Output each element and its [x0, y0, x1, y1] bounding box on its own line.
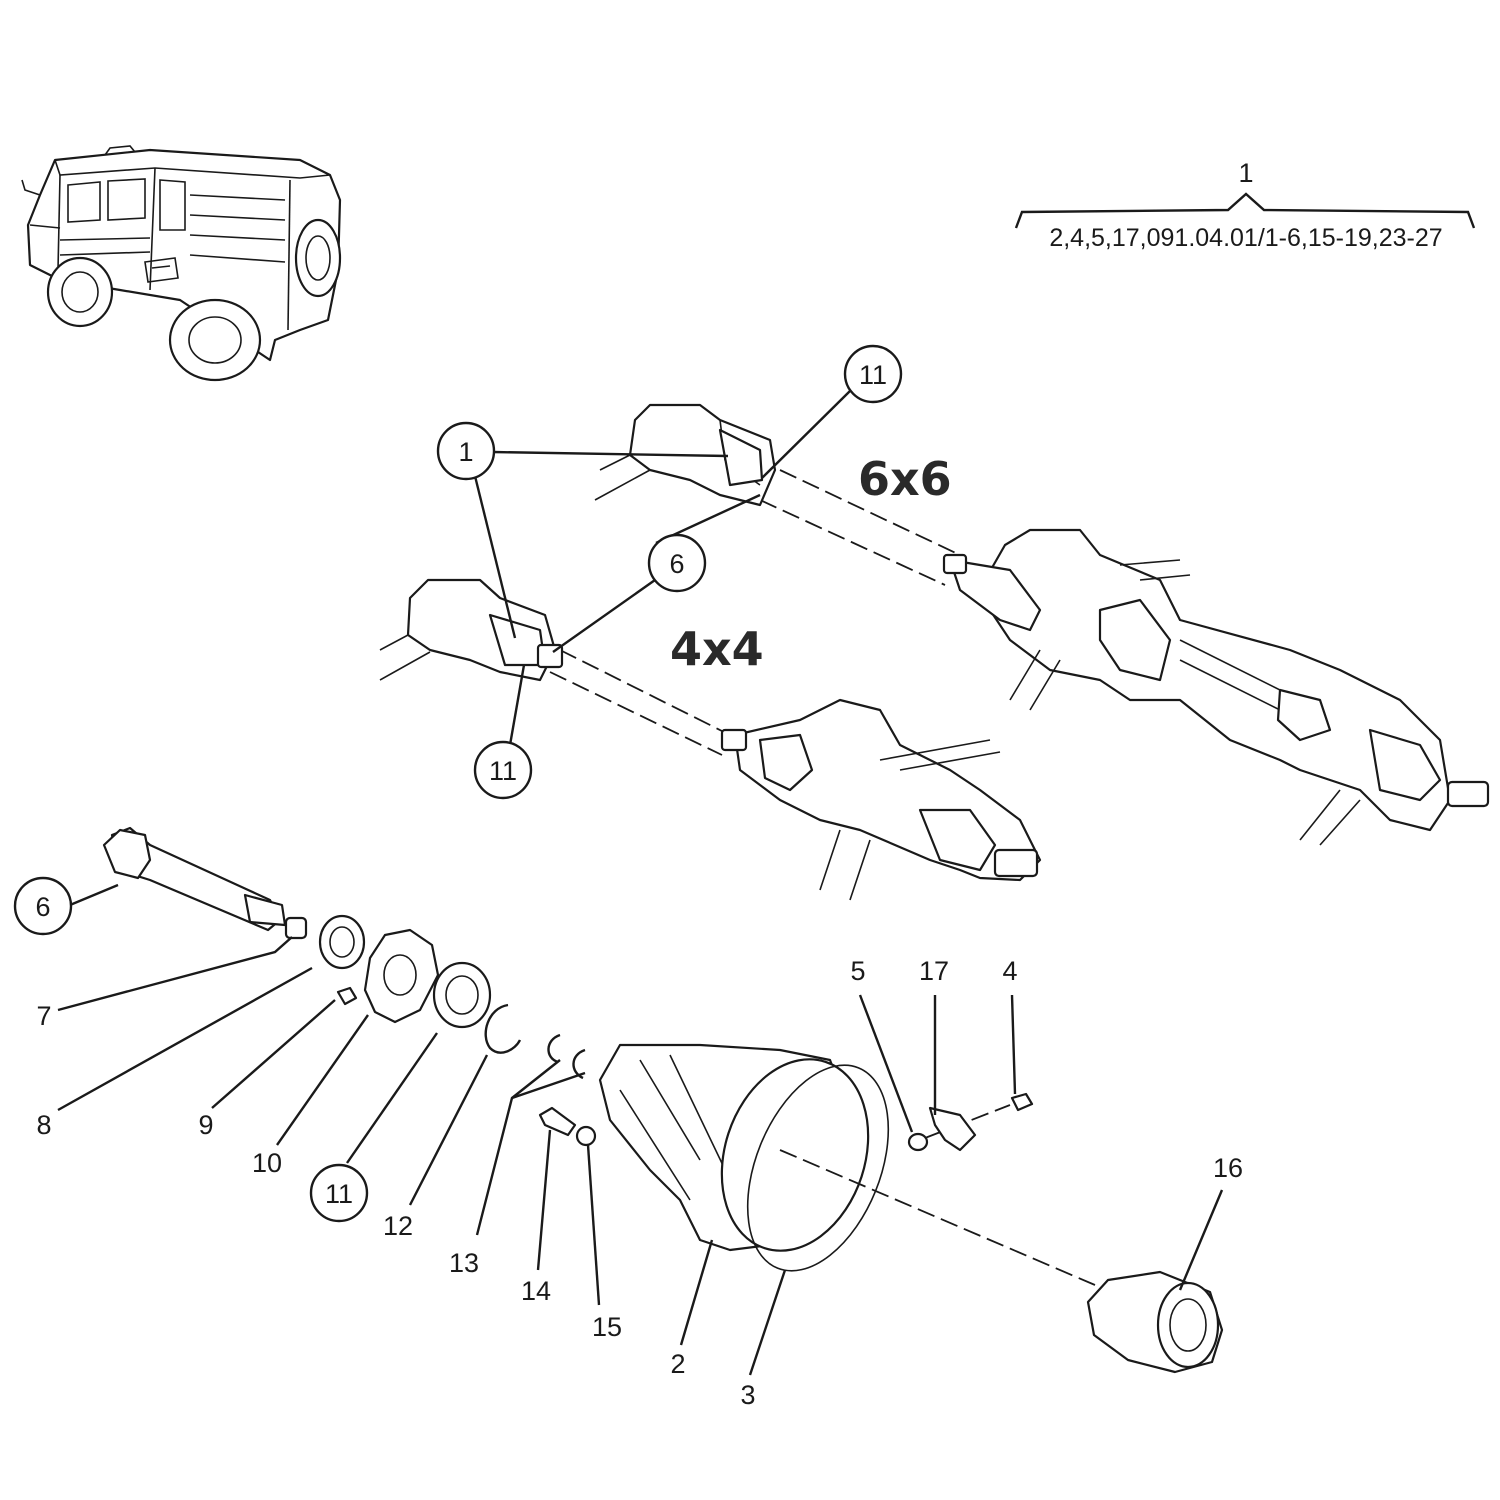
label-7: 7 [36, 1001, 51, 1031]
reference-bracket: 1 2,4,5,17,091.04.01/1-6,15-19,23-27 [1014, 158, 1476, 252]
svg-text:6: 6 [669, 549, 684, 579]
label-14: 14 [521, 1276, 551, 1306]
label-6x6: 6x6 [858, 452, 952, 506]
part-11-bearing [432, 961, 492, 1029]
part-4-screw [1010, 1092, 1034, 1112]
label-3: 3 [740, 1380, 755, 1410]
label-13: 13 [449, 1248, 479, 1278]
part-7-bushing [284, 916, 308, 940]
exploded-parts [102, 826, 1224, 1374]
callout-6-circled-mid: 6 [647, 533, 707, 593]
part-17-bracket [928, 1106, 977, 1152]
callout-11-circled-low: 11 [309, 1163, 369, 1223]
callout-6-circled-low: 6 [13, 876, 73, 936]
label-9: 9 [198, 1110, 213, 1140]
label-12: 12 [383, 1211, 413, 1241]
part-5-nut [907, 1132, 929, 1152]
callout-11-circled-mid: 11 [473, 740, 533, 800]
lower-leaders [57, 883, 1224, 1376]
plain-callout-labels: 7 8 9 10 12 13 14 15 2 3 5 17 4 16 [36, 956, 1243, 1410]
part-14-bolt [538, 1106, 577, 1137]
part-6-shaft [102, 826, 287, 932]
svg-text:6: 6 [35, 892, 50, 922]
label-8: 8 [36, 1110, 51, 1140]
reference-group-number: 1 [1238, 158, 1253, 188]
callout-11-circled-top: 11 [843, 344, 903, 404]
label-4x4: 4x4 [670, 622, 764, 676]
label-10: 10 [252, 1148, 282, 1178]
label-16: 16 [1213, 1153, 1243, 1183]
svg-text:11: 11 [489, 756, 517, 786]
label-17: 17 [919, 956, 949, 986]
svg-text:1: 1 [458, 437, 473, 467]
label-4: 4 [1002, 956, 1017, 986]
part-8-seal [318, 914, 366, 970]
svg-text:11: 11 [325, 1179, 353, 1209]
label-5: 5 [850, 956, 865, 986]
upper-callouts: 1 11 6 11 [436, 344, 903, 800]
label-2: 2 [670, 1349, 685, 1379]
part-13-ring-b [572, 1048, 586, 1080]
part-10-flange [363, 928, 440, 1024]
axle-assembly-4x4: 4x4 [379, 578, 1042, 901]
label-15: 15 [592, 1312, 622, 1342]
vehicle-illustration [21, 145, 342, 382]
part-9-bolt [336, 986, 358, 1006]
reference-parts-list: 2,4,5,17,091.04.01/1-6,15-19,23-27 [1049, 224, 1442, 252]
callout-1-circled: 1 [436, 421, 496, 481]
svg-text:11: 11 [859, 360, 887, 390]
part-13-ring-a [547, 1033, 561, 1064]
part-15-washer [575, 1125, 597, 1147]
part-12-snap-ring [484, 1003, 522, 1054]
